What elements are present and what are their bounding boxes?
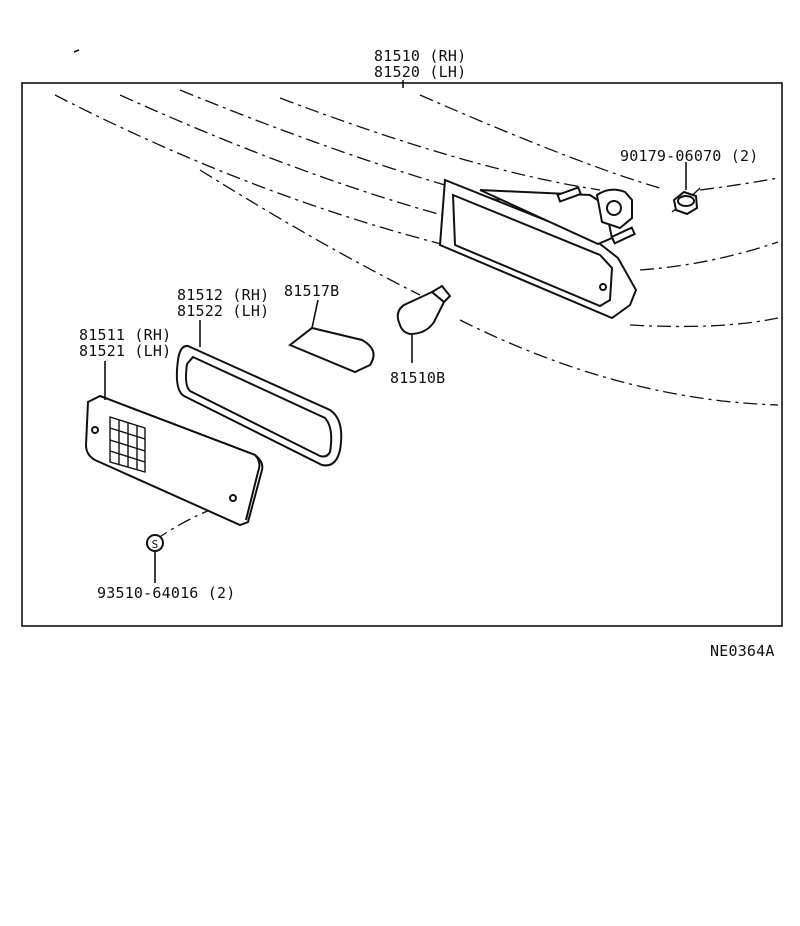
assembly-rh-label: 81510 (RH) xyxy=(374,47,466,65)
standard-part-symbol: S xyxy=(152,538,159,551)
gasket-part[interactable] xyxy=(175,344,343,467)
bulb-part[interactable] xyxy=(396,284,452,336)
lens-grid-pattern xyxy=(109,416,146,473)
screw-label: 90179-06070 (2) xyxy=(620,147,758,165)
gasket-rh-label: 81512 (RH) xyxy=(177,286,269,304)
lens-rh-label: 81511 (RH) xyxy=(79,326,171,344)
gasket-lh-label: 81522 (LH) xyxy=(177,302,269,320)
diagram-frame xyxy=(21,82,783,627)
figure-code: NE0364A xyxy=(710,642,775,660)
reflector-part[interactable] xyxy=(288,326,375,374)
standard-part-marker[interactable]: S xyxy=(146,534,164,552)
assembly-lh-label: 81520 (LH) xyxy=(374,63,466,81)
lamp-housing-assembly[interactable] xyxy=(438,178,638,320)
bulb-label: 81510B xyxy=(390,369,445,387)
standard-part-label: 93510-64016 (2) xyxy=(97,584,235,602)
lens-part[interactable] xyxy=(84,394,264,527)
reflector-leader xyxy=(311,299,319,329)
lens-lh-label: 81521 (LH) xyxy=(79,342,171,360)
reflector-label: 81517B xyxy=(284,282,339,300)
stray-mark xyxy=(73,49,80,53)
screw-part[interactable] xyxy=(672,190,699,216)
